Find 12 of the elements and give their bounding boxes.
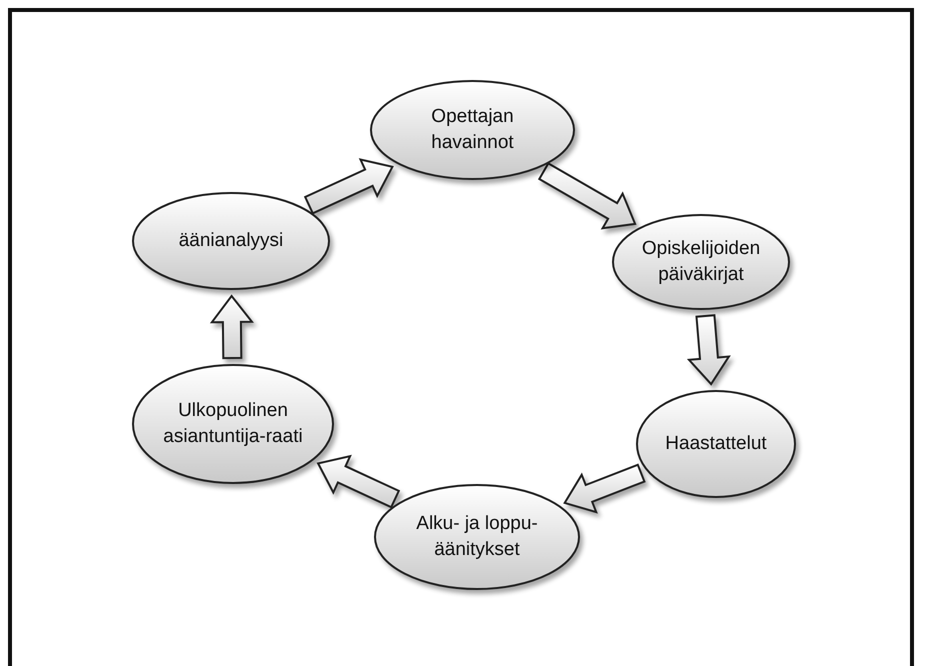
node-label: Ulkopuolinen asiantuntija-raati bbox=[162, 399, 304, 449]
node-label: äänianalyysi bbox=[178, 229, 284, 254]
block-arrow bbox=[686, 314, 731, 386]
node-label: Alku- ja loppu-äänitykset bbox=[415, 512, 539, 562]
block-arrow bbox=[210, 294, 254, 360]
block-arrow bbox=[563, 464, 646, 514]
node-label: Opettajan havainnot bbox=[430, 105, 515, 155]
block-arrow bbox=[316, 454, 400, 509]
block-arrow bbox=[538, 162, 637, 230]
node-label: Opiskelijoiden päiväkirjat bbox=[640, 237, 762, 287]
node-label: Haastattelut bbox=[665, 432, 767, 456]
block-arrow bbox=[304, 158, 394, 215]
